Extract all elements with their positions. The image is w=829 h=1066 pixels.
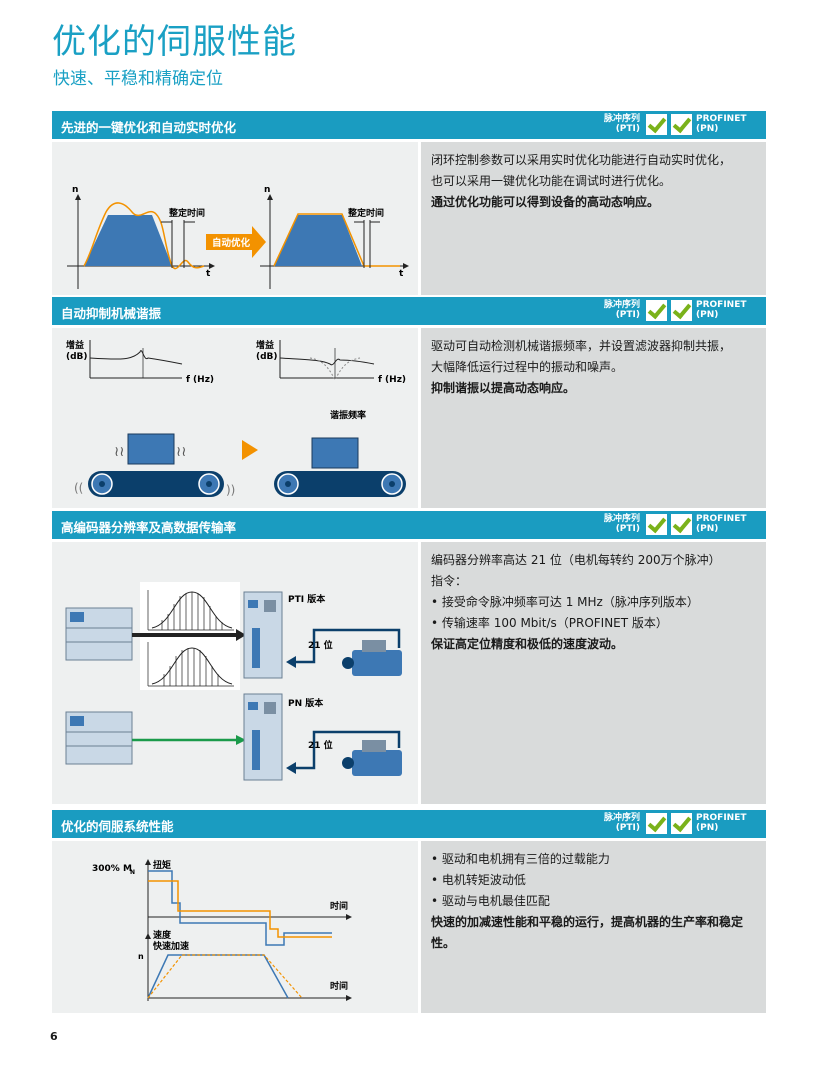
svg-text:时间: 时间 bbox=[330, 900, 348, 912]
page-title: 优化的伺服性能 bbox=[52, 22, 297, 62]
svg-text:增益: 增益 bbox=[256, 339, 274, 351]
section-header: 高编码器分辨率及高数据传输率 脉冲序列(PTI) PROFINET(PN) bbox=[52, 511, 766, 539]
svg-text:n: n bbox=[264, 185, 270, 195]
version-badge: 脉冲序列(PTI) PROFINET(PN) bbox=[603, 300, 747, 321]
section-encoder: 高编码器分辨率及高数据传输率 脉冲序列(PTI) PROFINET(PN) bbox=[52, 511, 766, 804]
pn-check-icon bbox=[671, 514, 692, 535]
section-header: 先进的一键优化和自动实时优化 脉冲序列(PTI) PROFINET(PN) bbox=[52, 111, 766, 139]
section-header: 优化的伺服系统性能 脉冲序列(PTI) PROFINET(PN) bbox=[52, 810, 766, 838]
section-description: 闭环控制参数可以采用实时优化功能进行自动实时优化， 也可以采用一键优化功能在调试… bbox=[421, 142, 766, 295]
svg-text:快速加速: 快速加速 bbox=[153, 940, 189, 952]
encoder-diagram: PTI 版本 21 位 PN 版本 bbox=[52, 542, 418, 804]
svg-text:N: N bbox=[130, 869, 135, 876]
page-subtitle: 快速、平稳和精确定位 bbox=[53, 69, 223, 89]
svg-text:扭矩: 扭矩 bbox=[153, 859, 171, 871]
section-resonance: 自动抑制机械谐振 脉冲序列(PTI) PROFINET(PN) 增益 (dB) … bbox=[52, 297, 766, 508]
tuning-diagram: n t 整定时间 自动优化 n t bbox=[52, 142, 418, 295]
svg-text:n: n bbox=[138, 952, 144, 961]
pti-check-icon bbox=[646, 514, 667, 535]
version-badge: 脉冲序列(PTI) PROFINET(PN) bbox=[590, 112, 760, 138]
svg-text:300% M: 300% M bbox=[92, 864, 132, 874]
pn-check-icon bbox=[671, 300, 692, 321]
pn-label: PROFINET(PN) bbox=[696, 114, 747, 134]
section-auto-tuning: 先进的一键优化和自动实时优化 脉冲序列(PTI) PROFINET(PN) n … bbox=[52, 111, 766, 295]
svg-text:21 位: 21 位 bbox=[308, 639, 333, 651]
pti-check-icon bbox=[646, 300, 667, 321]
section-description: 编码器分辨率高达 21 位（电机每转约 200万个脉冲） 指令： 接受命令脉冲频… bbox=[421, 542, 766, 804]
pti-check-icon bbox=[646, 114, 667, 135]
svg-text:21 位: 21 位 bbox=[308, 739, 333, 751]
pti-check-icon bbox=[646, 813, 667, 834]
section-description: 驱动可自动检测机械谐振频率，并设置滤波器抑制共振， 大幅降低运行过程中的振动和噪… bbox=[421, 328, 766, 508]
axis-n: n bbox=[72, 185, 78, 195]
performance-diagram: 300% M N 扭矩 时间 速度 快速加速 n 时间 bbox=[52, 841, 418, 1013]
section-header: 自动抑制机械谐振 脉冲序列(PTI) PROFINET(PN) bbox=[52, 297, 766, 325]
svg-text:f (Hz): f (Hz) bbox=[378, 375, 406, 385]
version-badge: 脉冲序列(PTI) PROFINET(PN) bbox=[603, 514, 747, 535]
page-number: 6 bbox=[50, 1030, 58, 1043]
section-servo-performance: 优化的伺服系统性能 脉冲序列(PTI) PROFINET(PN) 300% M … bbox=[52, 810, 766, 1013]
pti-label: 脉冲序列(PTI) bbox=[603, 114, 640, 134]
section-heading: 高编码器分辨率及高数据传输率 bbox=[61, 520, 237, 535]
svg-text:整定时间: 整定时间 bbox=[347, 207, 384, 219]
section-heading: 自动抑制机械谐振 bbox=[61, 306, 162, 321]
svg-text:((: (( bbox=[74, 481, 83, 495]
section-description: 驱动和电机拥有三倍的过载能力 电机转矩波动低 驱动与电机最佳匹配 快速的加减速性… bbox=[421, 841, 766, 1013]
svg-text:t: t bbox=[399, 269, 404, 279]
svg-text:PN 版本: PN 版本 bbox=[288, 697, 324, 709]
svg-text:(dB): (dB) bbox=[256, 352, 278, 362]
resonance-diagram: 增益 (dB) f (Hz) 增益 (dB) 谐振频率 f (Hz) ≀≀ bbox=[52, 328, 418, 508]
svg-text:增益: 增益 bbox=[66, 339, 84, 351]
svg-text:(dB): (dB) bbox=[66, 352, 88, 362]
section-heading: 优化的伺服系统性能 bbox=[61, 819, 174, 834]
section-heading: 先进的一键优化和自动实时优化 bbox=[61, 120, 237, 135]
version-badge: 脉冲序列(PTI) PROFINET(PN) bbox=[603, 813, 747, 834]
svg-text:≀≀: ≀≀ bbox=[176, 444, 187, 460]
svg-text:时间: 时间 bbox=[330, 980, 348, 992]
svg-text:PTI 版本: PTI 版本 bbox=[288, 593, 326, 605]
axis-t: t bbox=[206, 269, 211, 279]
svg-text:f (Hz): f (Hz) bbox=[186, 375, 214, 385]
svg-text:≀≀: ≀≀ bbox=[114, 444, 125, 460]
svg-text:谐振频率: 谐振频率 bbox=[330, 409, 366, 421]
auto-opt-label: 自动优化 bbox=[212, 237, 251, 249]
settle-label: 整定时间 bbox=[168, 207, 205, 219]
pn-check-icon bbox=[671, 114, 692, 135]
svg-text:速度: 速度 bbox=[153, 929, 172, 941]
svg-text:)): )) bbox=[226, 483, 235, 497]
pn-check-icon bbox=[671, 813, 692, 834]
